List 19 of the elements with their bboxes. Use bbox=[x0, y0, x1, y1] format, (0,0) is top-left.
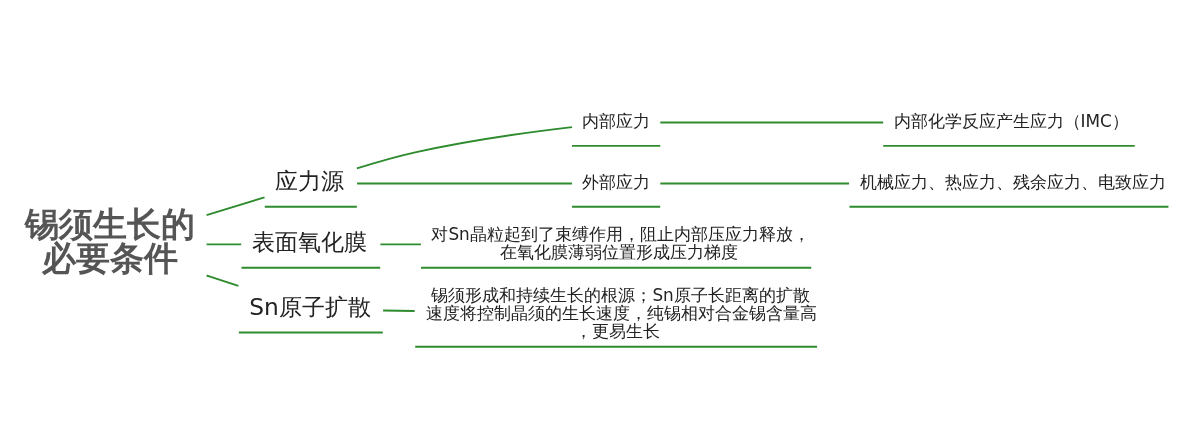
connector bbox=[382, 308, 416, 312]
connector bbox=[356, 182, 573, 184]
connector bbox=[379, 242, 422, 245]
node-text: Sn原子扩散 bbox=[249, 292, 371, 321]
connector bbox=[659, 121, 885, 123]
node-text: 应力源 bbox=[275, 166, 345, 195]
connector bbox=[205, 195, 266, 216]
node-text: 锡须生长的必要条件 bbox=[24, 204, 195, 278]
node-text: 对Sn晶粒起到了束缚作用，阻止内部压应力释放，在氧化膜薄弱位置形成压力梯度 bbox=[431, 223, 810, 262]
node-text: 锡须形成和持续生长的根源；Sn原子长距离的扩散速度将控制晶须的生长速度，纯锡相对合金锡含量高，更易生长 bbox=[425, 284, 817, 341]
node-text: 外部应力 bbox=[582, 171, 651, 192]
connector bbox=[205, 274, 240, 287]
connector bbox=[659, 182, 851, 184]
node-text: 机械应力、热应力、残余应力、电致应力 bbox=[859, 171, 1166, 192]
connector bbox=[355, 125, 573, 169]
node-text: 表面氧化膜 bbox=[251, 227, 367, 256]
connector bbox=[205, 242, 243, 245]
node-text: 内部化学反应产生应力（IMC） bbox=[893, 110, 1129, 131]
node-text: 内部应力 bbox=[582, 110, 651, 131]
